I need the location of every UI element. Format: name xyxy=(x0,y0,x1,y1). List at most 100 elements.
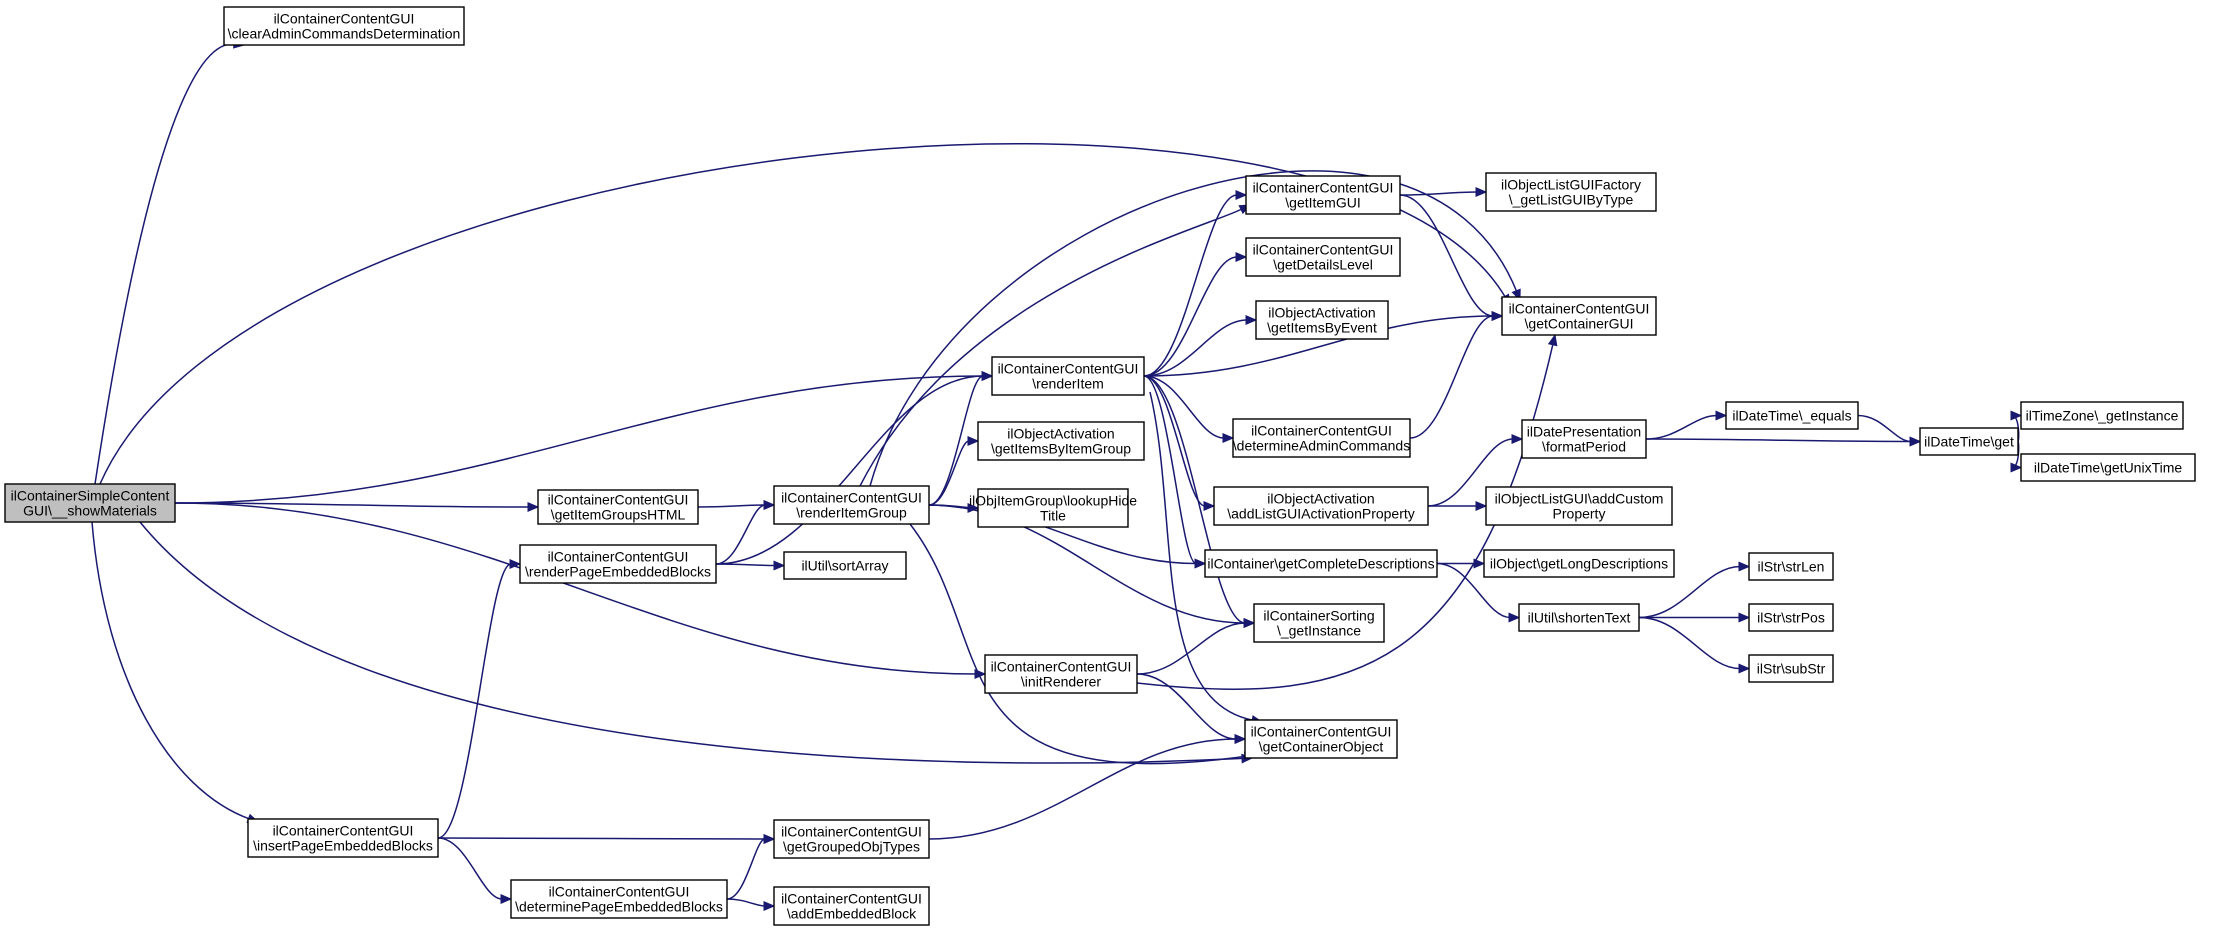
node-sortArray[interactable]: ilUtil\sortArray xyxy=(783,551,907,580)
node-label-getItemGroupsHTML-1: \getItemGroupsHTML xyxy=(551,507,686,523)
node-label-addEmbeddedBlock-0: ilContainerContentGUI xyxy=(781,891,922,907)
node-getContainerObject[interactable]: ilContainerContentGUI\getContainerObject xyxy=(1244,719,1398,759)
node-box-strPos[interactable] xyxy=(1748,603,1834,632)
node-box-dateTimeEquals[interactable] xyxy=(1725,401,1859,430)
node-box-clearAdmin[interactable] xyxy=(223,6,465,46)
node-box-sortArray[interactable] xyxy=(783,551,907,580)
arrowhead-initRenderer-to-getContainerGUI xyxy=(1547,333,1558,347)
edge-renderItemGroup-to-renderItem xyxy=(928,375,984,506)
node-box-getItemGroupsHTML[interactable] xyxy=(537,489,699,525)
node-box-getItemGUI[interactable] xyxy=(1245,175,1401,215)
node-box-shortenText[interactable] xyxy=(1518,603,1640,632)
node-determineAdminCommands[interactable]: ilContainerContentGUI\determineAdminComm… xyxy=(1232,418,1411,458)
node-strLen[interactable]: ilStr\strLen xyxy=(1748,552,1834,581)
node-box-renderItemGroup[interactable] xyxy=(773,485,930,525)
node-getGroupedObjTypes[interactable]: ilContainerContentGUI\getGroupedObjTypes xyxy=(773,819,930,859)
node-box-determinePageEmbeddedBlocks[interactable] xyxy=(510,879,728,919)
node-formatPeriod[interactable]: ilDatePresentation\formatPeriod xyxy=(1521,419,1647,459)
node-box-getGroupedObjTypes[interactable] xyxy=(773,819,930,859)
node-label-clearAdmin-0: ilContainerContentGUI xyxy=(274,11,415,27)
node-box-containerSortingGetInstance[interactable] xyxy=(1253,603,1385,643)
node-box-getContainerGUI[interactable] xyxy=(1501,296,1657,336)
edge-showMaterials-to-renderItem xyxy=(174,375,984,504)
node-renderItemGroup[interactable]: ilContainerContentGUI\renderItemGroup xyxy=(773,485,930,525)
node-box-addEmbeddedBlock[interactable] xyxy=(773,886,930,926)
node-box-showMaterials[interactable] xyxy=(4,483,176,523)
node-getItemGroupsHTML[interactable]: ilContainerContentGUI\getItemGroupsHTML xyxy=(537,489,699,525)
arrowhead-getCompleteDescriptions-to-getLongDescriptions xyxy=(1473,558,1486,569)
node-label-dateTimeGet-0: ilDateTime\get xyxy=(1924,434,2014,450)
node-dateTimeGet[interactable]: ilDateTime\get xyxy=(1919,427,2019,456)
node-label-subStr-0: ilStr\subStr xyxy=(1757,661,1826,677)
node-label-getListGUIByType-1: \_getListGUIByType xyxy=(1509,192,1634,208)
node-getUnixTime[interactable]: ilDateTime\getUnixTime xyxy=(2020,453,2196,482)
node-dateTimeEquals[interactable]: ilDateTime\_equals xyxy=(1725,401,1859,430)
node-strPos[interactable]: ilStr\strPos xyxy=(1748,603,1834,632)
node-box-getUnixTime[interactable] xyxy=(2020,453,2196,482)
node-shortenText[interactable]: ilUtil\shortenText xyxy=(1518,603,1640,632)
node-label-getItemGUI-0: ilContainerContentGUI xyxy=(1253,180,1394,196)
node-insertPageEmbeddedBlocks[interactable]: ilContainerContentGUI\insertPageEmbedded… xyxy=(247,818,439,858)
node-getItemGUI[interactable]: ilContainerContentGUI\getItemGUI xyxy=(1245,175,1401,215)
node-box-insertPageEmbeddedBlocks[interactable] xyxy=(247,818,439,858)
node-showMaterials[interactable]: ilContainerSimpleContentGUI\__showMateri… xyxy=(4,483,176,523)
node-label-getGroupedObjTypes-1: \getGroupedObjTypes xyxy=(783,839,920,855)
node-box-renderItem[interactable] xyxy=(991,356,1145,396)
node-box-getItemsByEvent[interactable] xyxy=(1255,300,1389,340)
edge-showMaterials-to-getContainerObject xyxy=(139,521,1244,764)
node-getDetailsLevel[interactable]: ilContainerContentGUI\getDetailsLevel xyxy=(1245,237,1401,277)
node-getCompleteDescriptions[interactable]: ilContainer\getCompleteDescriptions xyxy=(1204,549,1438,578)
node-box-lookupHideTitle[interactable] xyxy=(977,488,1129,528)
node-label-getItemGUI-1: \getItemGUI xyxy=(1285,195,1360,211)
node-box-getLongDescriptions[interactable] xyxy=(1483,549,1675,578)
edge-renderItem-to-getItemsByEvent xyxy=(1143,319,1248,377)
node-box-getDetailsLevel[interactable] xyxy=(1245,237,1401,277)
arrowhead-shortenText-to-subStr xyxy=(1738,663,1751,674)
node-box-addListGUIActivationProperty[interactable] xyxy=(1213,486,1429,526)
node-box-formatPeriod[interactable] xyxy=(1521,419,1647,459)
node-getContainerGUI[interactable]: ilContainerContentGUI\getContainerGUI xyxy=(1501,296,1657,336)
node-box-strLen[interactable] xyxy=(1748,552,1834,581)
node-renderItem[interactable]: ilContainerContentGUI\renderItem xyxy=(991,356,1145,396)
node-clearAdmin[interactable]: ilContainerContentGUI\clearAdminCommands… xyxy=(223,6,465,46)
node-box-subStr[interactable] xyxy=(1748,654,1834,683)
node-box-initRenderer[interactable] xyxy=(984,654,1138,694)
node-box-dateTimeGet[interactable] xyxy=(1919,427,2019,456)
arrowhead-determinePageEmbeddedBlocks-to-addEmbeddedBlock xyxy=(763,901,776,911)
node-label-renderItemGroup-0: ilContainerContentGUI xyxy=(781,490,922,506)
arrowhead-addListGUIActivationProperty-to-addCustomProperty xyxy=(1475,501,1488,511)
node-initRenderer[interactable]: ilContainerContentGUI\initRenderer xyxy=(984,654,1138,694)
node-box-renderPageEmbeddedBlocks[interactable] xyxy=(519,544,717,584)
node-box-determineAdminCommands[interactable] xyxy=(1232,418,1411,458)
node-box-getCompleteDescriptions[interactable] xyxy=(1204,549,1438,578)
node-label-insertPageEmbeddedBlocks-0: ilContainerContentGUI xyxy=(273,823,414,839)
node-box-addCustomProperty[interactable] xyxy=(1485,486,1673,526)
node-label-strPos-0: ilStr\strPos xyxy=(1757,610,1825,626)
arrowhead-formatPeriod-to-dateTimeEquals xyxy=(1715,410,1728,421)
node-label-timeZoneGetInstance-0: ilTimeZone\_getInstance xyxy=(2026,408,2179,424)
node-getLongDescriptions[interactable]: ilObject\getLongDescriptions xyxy=(1483,549,1675,578)
node-addEmbeddedBlock[interactable]: ilContainerContentGUI\addEmbeddedBlock xyxy=(773,886,930,926)
node-box-getListGUIByType[interactable] xyxy=(1485,172,1657,212)
node-getItemsByEvent[interactable]: ilObjectActivation\getItemsByEvent xyxy=(1255,300,1389,340)
node-box-getItemsByItemGroup[interactable] xyxy=(977,421,1145,461)
node-timeZoneGetInstance[interactable]: ilTimeZone\_getInstance xyxy=(2020,401,2184,430)
node-box-getContainerObject[interactable] xyxy=(1244,719,1398,759)
node-addListGUIActivationProperty[interactable]: ilObjectActivation\addListGUIActivationP… xyxy=(1213,486,1429,526)
node-label-initRenderer-0: ilContainerContentGUI xyxy=(991,659,1132,675)
node-label-determinePageEmbeddedBlocks-0: ilContainerContentGUI xyxy=(549,884,690,900)
node-box-timeZoneGetInstance[interactable] xyxy=(2020,401,2184,430)
edge-showMaterials-to-getItemGroupsHTML xyxy=(174,502,530,508)
edge-renderItem-to-addListGUIActivationProperty xyxy=(1143,375,1206,507)
arrowhead-determinePageEmbeddedBlocks-to-getGroupedObjTypes xyxy=(763,834,776,844)
arrowhead-renderItemGroup-to-getItemsByItemGroup xyxy=(967,436,980,446)
node-subStr[interactable]: ilStr\subStr xyxy=(1748,654,1834,683)
node-determinePageEmbeddedBlocks[interactable]: ilContainerContentGUI\determinePageEmbed… xyxy=(510,879,728,919)
node-renderPageEmbeddedBlocks[interactable]: ilContainerContentGUI\renderPageEmbedded… xyxy=(519,544,717,584)
node-label-getListGUIByType-0: ilObjectListGUIFactory xyxy=(1501,177,1641,193)
node-getItemsByItemGroup[interactable]: ilObjectActivation\getItemsByItemGroup xyxy=(977,421,1145,461)
node-containerSortingGetInstance[interactable]: ilContainerSorting\_getInstance xyxy=(1253,603,1385,643)
node-getListGUIByType[interactable]: ilObjectListGUIFactory\_getListGUIByType xyxy=(1485,172,1657,212)
